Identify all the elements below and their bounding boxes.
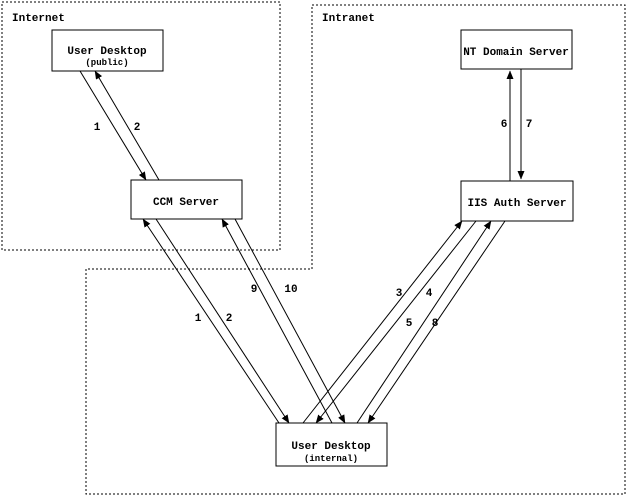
edge-1-internal-desktop-to-ccm: [142, 218, 280, 424]
edge-label-6: 6: [501, 119, 508, 131]
edge-2-ccm-to-internal-desktop: [155, 218, 290, 424]
node-nt-domain-server: NT Domain Server: [460, 29, 573, 70]
edge-9-internal-desktop-to-ccm: [221, 218, 333, 424]
edge-10-ccm-to-internal-desktop: [234, 218, 346, 424]
node-user-desktop-public: User Desktop (public): [51, 29, 164, 72]
user-desktop-public-label: User Desktop: [67, 46, 147, 58]
internet-region-border: [1, 1, 281, 251]
internet-region-label: Internet: [12, 13, 65, 25]
user-desktop-public-box: [51, 29, 164, 72]
nt-domain-server-box: [460, 29, 573, 70]
user-desktop-public-sublabel: (public): [85, 58, 128, 68]
edge-label-9: 9: [251, 284, 258, 296]
node-user-desktop-internal: User Desktop (internal): [275, 422, 388, 467]
edge-label-1-public: 1: [94, 122, 101, 134]
edge-4-iis-to-internal-desktop: [315, 220, 477, 424]
edge-label-7: 7: [526, 119, 533, 131]
edge-label-4: 4: [426, 288, 433, 300]
intranet-region-border: [85, 4, 626, 495]
iis-auth-server-box: [460, 180, 574, 222]
edge-label-2-public: 2: [134, 122, 141, 134]
iis-auth-server-label: IIS Auth Server: [467, 198, 566, 210]
edge-8-iis-to-internal-desktop: [367, 220, 506, 424]
edge-3-internal-desktop-to-iis: [302, 220, 463, 424]
edge-2-ccm-to-public-desktop: [94, 70, 160, 181]
edge-label-3: 3: [396, 288, 403, 300]
edge-label-5: 5: [406, 318, 413, 330]
user-desktop-internal-label: User Desktop: [291, 441, 371, 453]
edge-label-1-internal: 1: [195, 313, 202, 325]
edge-label-2-internal: 2: [226, 313, 233, 325]
node-iis-auth-server: IIS Auth Server: [460, 180, 574, 222]
edge-1-public-desktop-to-ccm: [79, 70, 147, 181]
user-desktop-internal-sublabel: (internal): [304, 454, 358, 464]
intranet-region-label: Intranet: [322, 13, 375, 25]
ccm-server-box: [130, 179, 243, 220]
edge-label-8: 8: [432, 318, 439, 330]
edge-5-internal-desktop-to-iis: [356, 220, 492, 424]
node-ccm-server: CCM Server: [130, 179, 243, 220]
user-desktop-internal-box: [275, 422, 388, 467]
edge-label-10: 10: [284, 284, 297, 296]
ccm-server-label: CCM Server: [153, 197, 219, 209]
nt-domain-server-label: NT Domain Server: [463, 47, 569, 59]
